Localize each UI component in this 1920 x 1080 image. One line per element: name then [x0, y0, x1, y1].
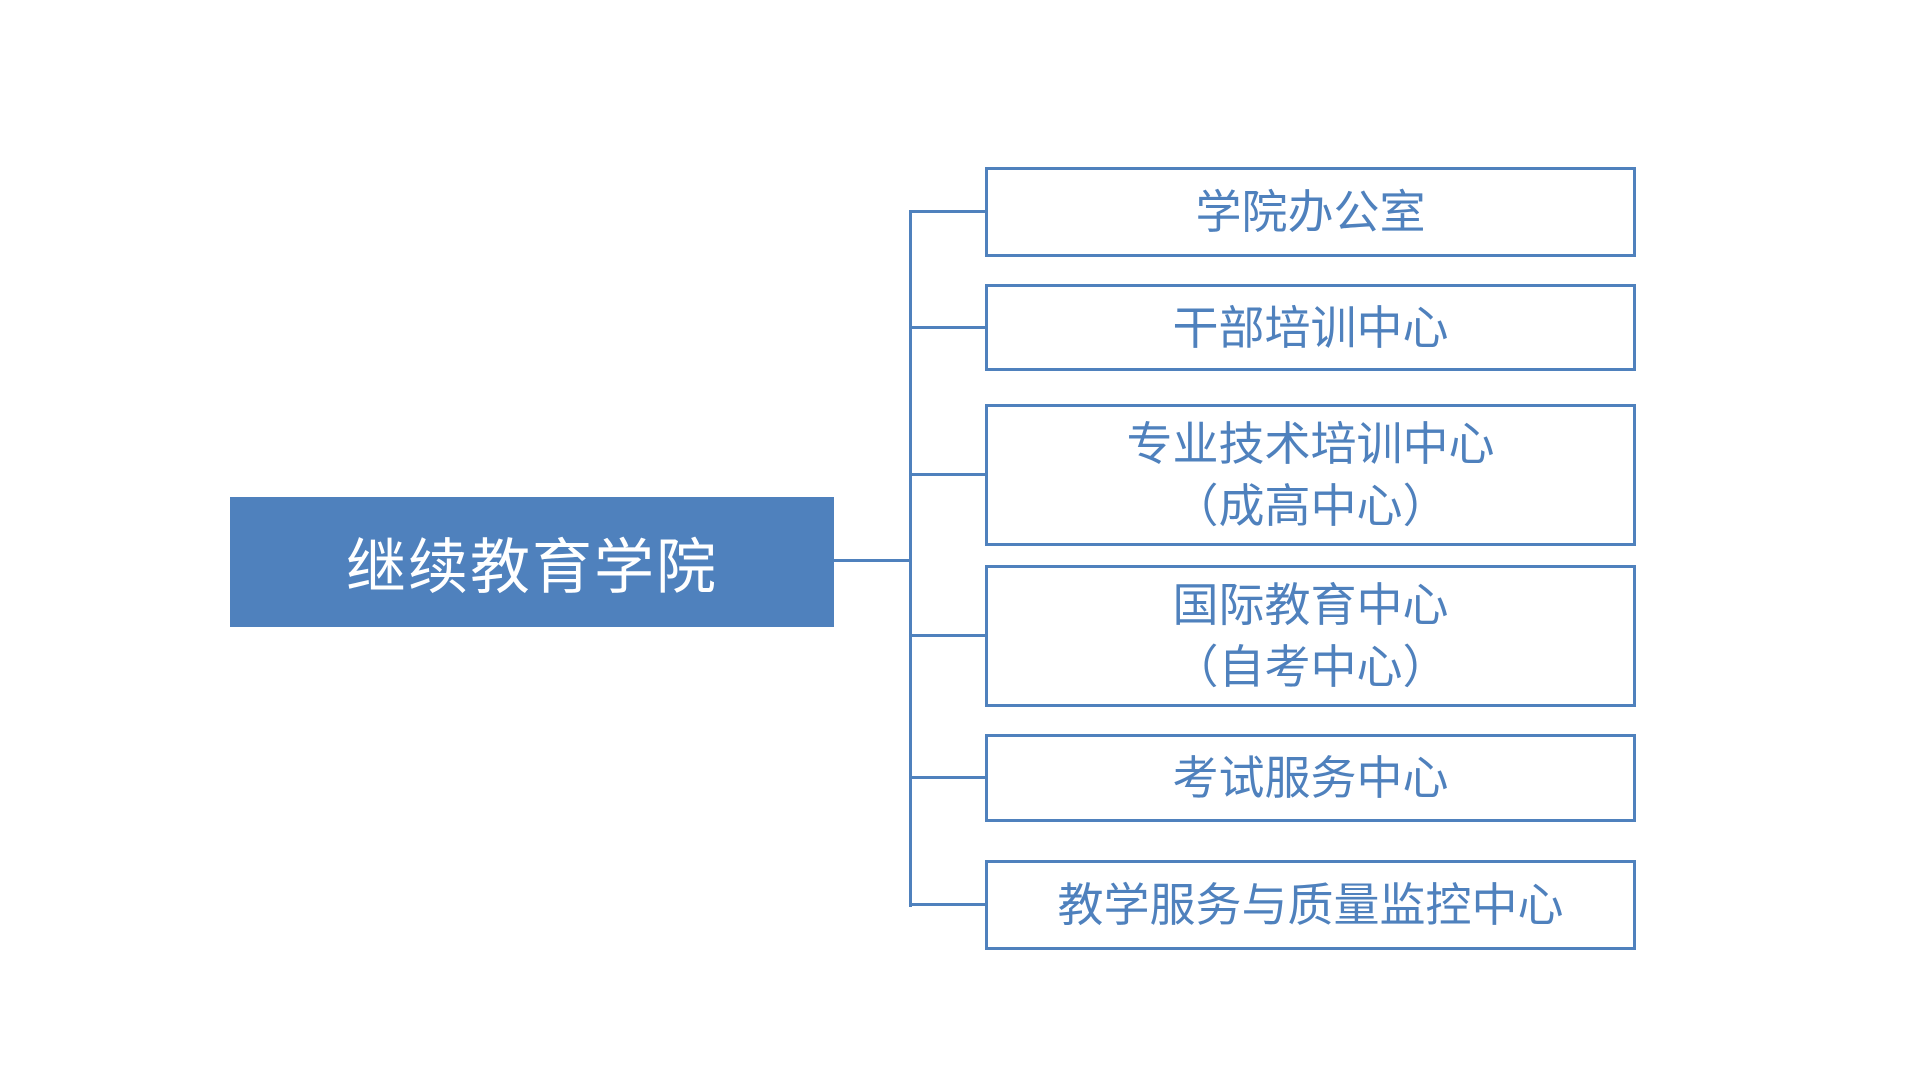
child-node-college-office: 学院办公室	[985, 167, 1636, 257]
connector-stub-4	[909, 634, 985, 637]
connector-stub-6	[909, 903, 985, 906]
root-node-label: 继续教育学院	[346, 533, 718, 601]
connector-stub-3	[909, 473, 985, 476]
connector-spine	[909, 210, 912, 907]
child-node-label: 学院办公室	[1195, 186, 1426, 238]
child-node-label-line-1: 国际教育中心	[1172, 579, 1449, 631]
child-node-label: 教学服务与质量监控中心	[1057, 879, 1564, 931]
child-node-teaching-service-quality-monitoring-center: 教学服务与质量监控中心	[985, 860, 1636, 950]
root-node-continuing-education-college: 继续教育学院	[230, 497, 834, 627]
child-node-label-line-2: （成高中心）	[1172, 480, 1449, 532]
child-node-exam-service-center: 考试服务中心	[985, 734, 1636, 822]
child-node-label-line-1: 专业技术培训中心	[1126, 418, 1495, 470]
child-node-label-line-2: （自考中心）	[1172, 641, 1449, 693]
connector-stub-1	[909, 210, 985, 213]
child-node-professional-technical-training-center: 专业技术培训中心 （成高中心）	[985, 404, 1636, 546]
connector-root-to-spine	[834, 559, 912, 562]
child-node-cadre-training-center: 干部培训中心	[985, 284, 1636, 371]
child-node-label: 考试服务中心	[1172, 752, 1449, 804]
child-node-label: 干部培训中心	[1172, 301, 1449, 354]
connector-stub-5	[909, 776, 985, 779]
connector-stub-2	[909, 326, 985, 329]
child-node-international-education-center: 国际教育中心 （自考中心）	[985, 565, 1636, 707]
